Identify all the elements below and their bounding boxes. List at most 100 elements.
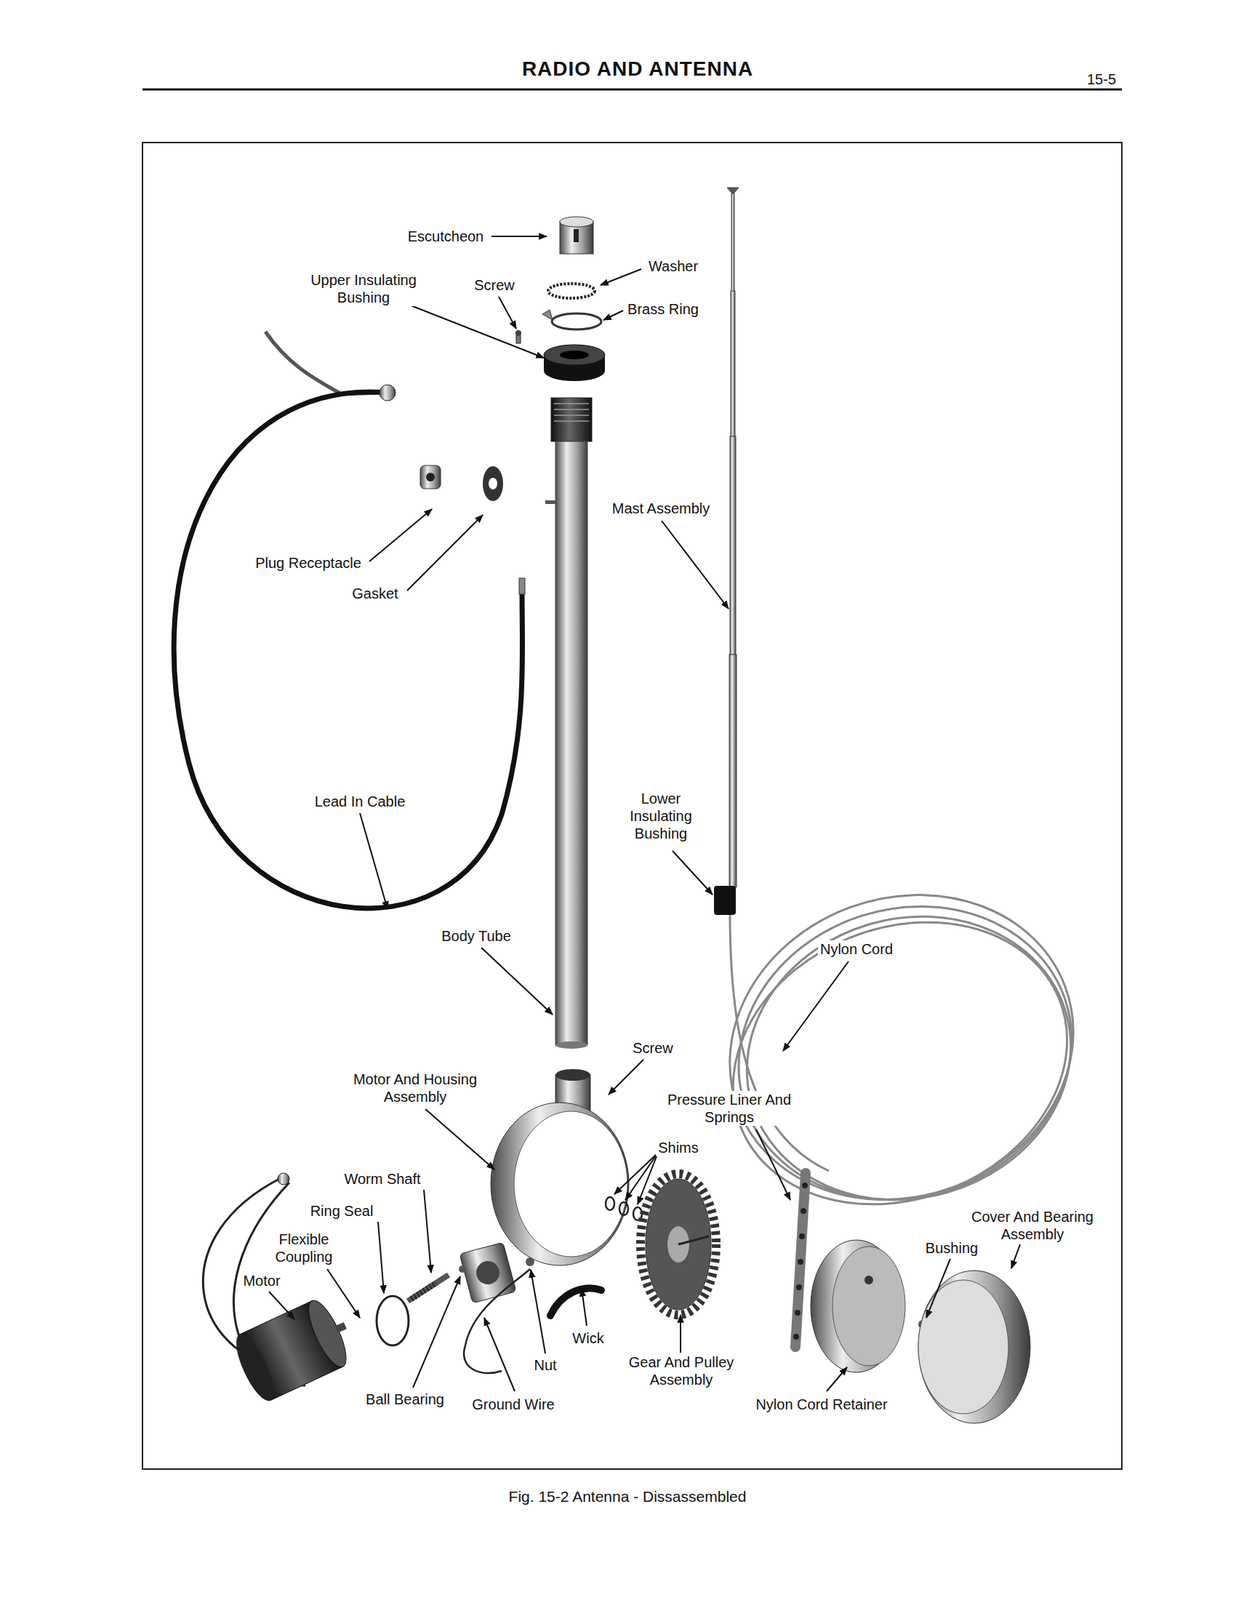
ball-bearing (458, 1265, 467, 1273)
gasket (488, 477, 498, 490)
body-tube (555, 1041, 588, 1049)
part-name: Flexible Coupling (263, 1230, 345, 1266)
part-name: Nylon Cord Retainer (753, 1395, 890, 1413)
part-name: Brass Ring (625, 300, 701, 318)
part-name: Cover And Bearing Assembly (957, 1207, 1108, 1243)
ball-bearing (458, 1265, 467, 1273)
mast-assembly (727, 187, 739, 194)
escutcheon (559, 216, 594, 227)
part-name: Screw (630, 1038, 676, 1057)
gasket (482, 466, 504, 501)
leader-lines (637, 1152, 658, 1205)
mast-assembly (730, 290, 736, 437)
page-frame (142, 142, 1122, 1469)
pressure-liner (800, 1207, 807, 1214)
shims (619, 1201, 629, 1215)
escutcheon (559, 216, 594, 254)
screw (515, 330, 522, 336)
screw (515, 330, 522, 344)
leader-lines (327, 1268, 360, 1318)
body-tube (554, 403, 589, 421)
leader-lines (756, 1129, 791, 1200)
pressure-liner (797, 1258, 804, 1265)
leader-lines (407, 514, 483, 591)
pressure-liner (795, 1172, 806, 1347)
upper-insulating-bushing (559, 350, 589, 360)
nylon-cord (686, 847, 1117, 1247)
leader-lines (369, 508, 432, 562)
gasket (482, 466, 504, 501)
part-name: Screw (471, 276, 517, 294)
nylon-cord (700, 863, 1111, 1242)
leader-lines (412, 1275, 461, 1388)
leader-lines (783, 961, 849, 1051)
lead-in-cable (173, 391, 523, 909)
leader-lines (600, 269, 642, 286)
leader-lines (359, 812, 388, 909)
pressure-liner (796, 1283, 802, 1290)
worm-shaft (407, 1274, 449, 1301)
part-name: Mast Assembly (610, 499, 712, 517)
part-name: Nylon Cord (817, 940, 896, 958)
leader-lines (603, 310, 624, 320)
figure-caption: Fig. 15-2 Antenna - Dissassembled (508, 1487, 747, 1506)
washer (548, 283, 595, 299)
gear-and-pulley (640, 1173, 717, 1315)
pressure-liner (793, 1333, 800, 1340)
lower-insulating-bushing (713, 885, 736, 915)
worm-shaft (411, 1282, 437, 1299)
leader-lines (672, 850, 713, 895)
upper-insulating-bushing (543, 344, 605, 381)
motor-and-housing (514, 1110, 628, 1257)
mast-assembly (731, 193, 735, 293)
part-name: Nut (531, 1355, 559, 1374)
gear-and-pulley (645, 1178, 712, 1310)
body-tube (545, 397, 592, 1049)
part-name: Upper Insulating Bushing (299, 271, 428, 307)
pressure-liner (799, 1233, 805, 1239)
part-name: Plug Receptacle (253, 554, 364, 572)
plug-receptacle (426, 472, 435, 482)
lead-in-cable (173, 331, 525, 909)
part-name: Shims (655, 1138, 701, 1157)
shims (605, 1196, 642, 1221)
leader-lines (491, 235, 547, 238)
leader-lines (269, 1291, 295, 1319)
brass-ring (542, 309, 602, 330)
nylon-cord (686, 847, 1117, 1253)
wick (550, 1287, 602, 1316)
part-name: Motor (240, 1271, 283, 1290)
page-header: RADIO AND ANTENNA (522, 57, 754, 81)
nylon-cord (729, 914, 829, 1171)
motor (277, 1172, 290, 1185)
nylon-cord-retainer (810, 1239, 906, 1372)
ground-wire (525, 1257, 535, 1266)
cover-and-bearing (918, 1270, 1031, 1423)
leader-lines (423, 1189, 432, 1273)
page-frame (142, 88, 1122, 91)
plug-receptacle (420, 465, 441, 489)
pressure-liner (801, 1182, 808, 1189)
nylon-cord-retainer (864, 1275, 874, 1284)
leader-lines (378, 1221, 384, 1293)
part-name: Ground Wire (469, 1395, 557, 1413)
part-name: Ring Seal (308, 1201, 376, 1220)
brass-ring (551, 313, 602, 330)
lower-insulating-bushing (713, 885, 736, 915)
gear-and-pulley (640, 1173, 717, 1315)
wick (550, 1287, 602, 1316)
plug-receptacle (420, 465, 441, 489)
leader-lines (679, 1314, 682, 1353)
part-name: Washer (646, 257, 701, 275)
leader-lines (926, 1258, 951, 1318)
pressure-liner (793, 1172, 808, 1347)
ring-seal (376, 1295, 409, 1346)
leader-lines (410, 305, 544, 358)
part-name: Pressure Liner And Springs (661, 1090, 797, 1126)
ground-wire (463, 1268, 531, 1373)
shims (605, 1196, 615, 1210)
body-tube (545, 500, 556, 504)
brass-ring (542, 309, 553, 320)
cover-and-bearing (918, 1270, 1031, 1423)
